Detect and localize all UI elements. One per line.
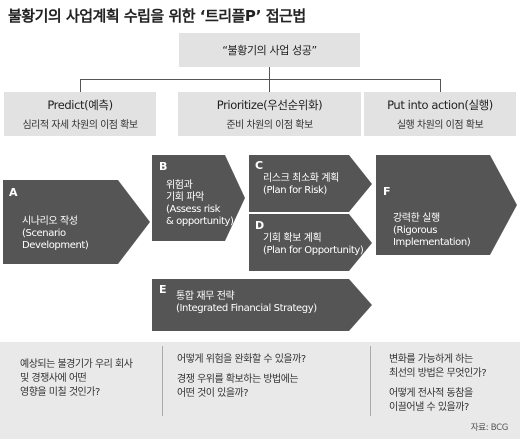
- source-note: 자료: BCG: [470, 423, 509, 433]
- arrow-b-shape: [152, 155, 245, 241]
- box-e-line: (Integrated Financial Strategy): [176, 303, 317, 314]
- band-divider-right: [370, 346, 371, 416]
- question-band: [0, 342, 520, 439]
- box-f-line: Implementation): [393, 237, 471, 248]
- question-line: 어떤 것이 있을까?: [177, 388, 249, 399]
- box-d-line: 기회 확보 계획: [263, 233, 322, 244]
- box-e-text: 통합 재무 전략 (Integrated Financial Strategy): [176, 291, 317, 315]
- question-line: 최선의 방법은 무엇인가?: [389, 368, 487, 379]
- question-line: 영향을 미칠 것인가?: [20, 387, 100, 398]
- column-action-subtitle: 실행 차원의 이점 확보: [396, 120, 484, 131]
- box-f-text: 강력한 실행 (Rigorous Implementation): [393, 213, 471, 249]
- band-divider-left: [162, 346, 163, 416]
- box-d-letter: D: [255, 219, 265, 232]
- column-prioritize-title: Prioritize(우선순위화): [216, 98, 323, 112]
- box-b-text: 위험과 기회 파악 (Assess risk & opportunity): [166, 180, 234, 228]
- box-c-line: (Plan for Risk): [263, 185, 327, 196]
- column-prioritize-subtitle: 준비 차원의 이점 확보: [226, 120, 313, 131]
- column-predict: Predict(예측) 심리적 자세 차원의 이점 확보: [4, 92, 156, 136]
- question-line: 경쟁 우위를 확보하는 방법에는: [177, 374, 299, 385]
- box-e-line: 통합 재무 전략: [176, 291, 235, 302]
- box-c-line: 리스크 최소화 계획: [263, 173, 339, 184]
- connector-left: [80, 79, 81, 92]
- box-e-letter: E: [159, 283, 167, 296]
- box-c-letter: C: [255, 159, 264, 172]
- column-action-title: Put into action(실행): [387, 98, 493, 112]
- connector-horizontal: [80, 79, 440, 80]
- column-prioritize: Prioritize(우선순위화) 준비 차원의 이점 확보: [178, 92, 361, 136]
- box-b-line: (Assess risk: [166, 204, 221, 215]
- box-a-line: 시나리오 작성: [22, 216, 78, 227]
- box-a-text: 시나리오 작성 (Scenario Development): [22, 216, 89, 252]
- box-a-line: Development): [22, 240, 89, 251]
- arrow-c-shape: [249, 155, 372, 212]
- column-predict-title: Predict(예측): [47, 98, 113, 112]
- question-predict: 예상되는 불경기가 우리 회사 및 경쟁사에 어떤 영향을 미칠 것인가?: [20, 358, 133, 400]
- question-line: 어떻게 전사적 동참을: [389, 388, 473, 399]
- arrow-a-shape: [3, 180, 150, 264]
- question-line: 예상되는 불경기가 우리 회사: [20, 359, 133, 370]
- connector-middle: [269, 79, 270, 92]
- column-action: Put into action(실행) 실행 차원의 이점 확보: [364, 92, 516, 136]
- goal-box: “불황기의 사업 성공”: [179, 33, 360, 67]
- question-prioritize: 어떻게 위험을 완화할 수 있을까? 경쟁 우위를 확보하는 방법에는 어떤 것…: [177, 353, 306, 401]
- box-a-letter: A: [9, 186, 18, 199]
- box-b-line: 위험과: [166, 180, 193, 191]
- question-line: 변화를 가능하게 하는: [389, 354, 473, 365]
- box-f-line: (Rigorous: [393, 225, 438, 236]
- arrow-e-shape: [152, 279, 372, 331]
- column-predict-subtitle: 심리적 자세 차원의 이점 확보: [22, 120, 138, 131]
- box-c-text: 리스크 최소화 계획 (Plan for Risk): [263, 173, 339, 197]
- arrow-f-shape: [376, 155, 517, 255]
- box-f-line: 강력한 실행: [393, 213, 440, 224]
- question-line: 이끌어낼 수 있을까?: [389, 402, 469, 413]
- box-b-line: 기회 파악: [166, 192, 204, 203]
- connector-right: [440, 79, 441, 92]
- box-b-line: & opportunity): [166, 216, 234, 227]
- box-f-letter: F: [383, 185, 391, 198]
- question-line: 및 경쟁사에 어떤: [20, 373, 87, 384]
- connector-vertical-top: [269, 67, 270, 79]
- diagram-title: 불황기의 사업계획 수립을 위한 ‘트리플P’ 접근법: [8, 7, 306, 25]
- box-d-line: (Plan for Opportunity): [263, 245, 364, 256]
- arrow-d-shape: [249, 214, 372, 271]
- box-b-letter: B: [159, 160, 168, 173]
- box-a-line: (Scenario: [22, 228, 66, 239]
- box-d-text: 기회 확보 계획 (Plan for Opportunity): [263, 233, 364, 257]
- question-line: 어떻게 위험을 완화할 수 있을까?: [177, 354, 306, 365]
- question-action: 변화를 가능하게 하는 최선의 방법은 무엇인가? 어떻게 전사적 동참을 이끌…: [389, 353, 487, 415]
